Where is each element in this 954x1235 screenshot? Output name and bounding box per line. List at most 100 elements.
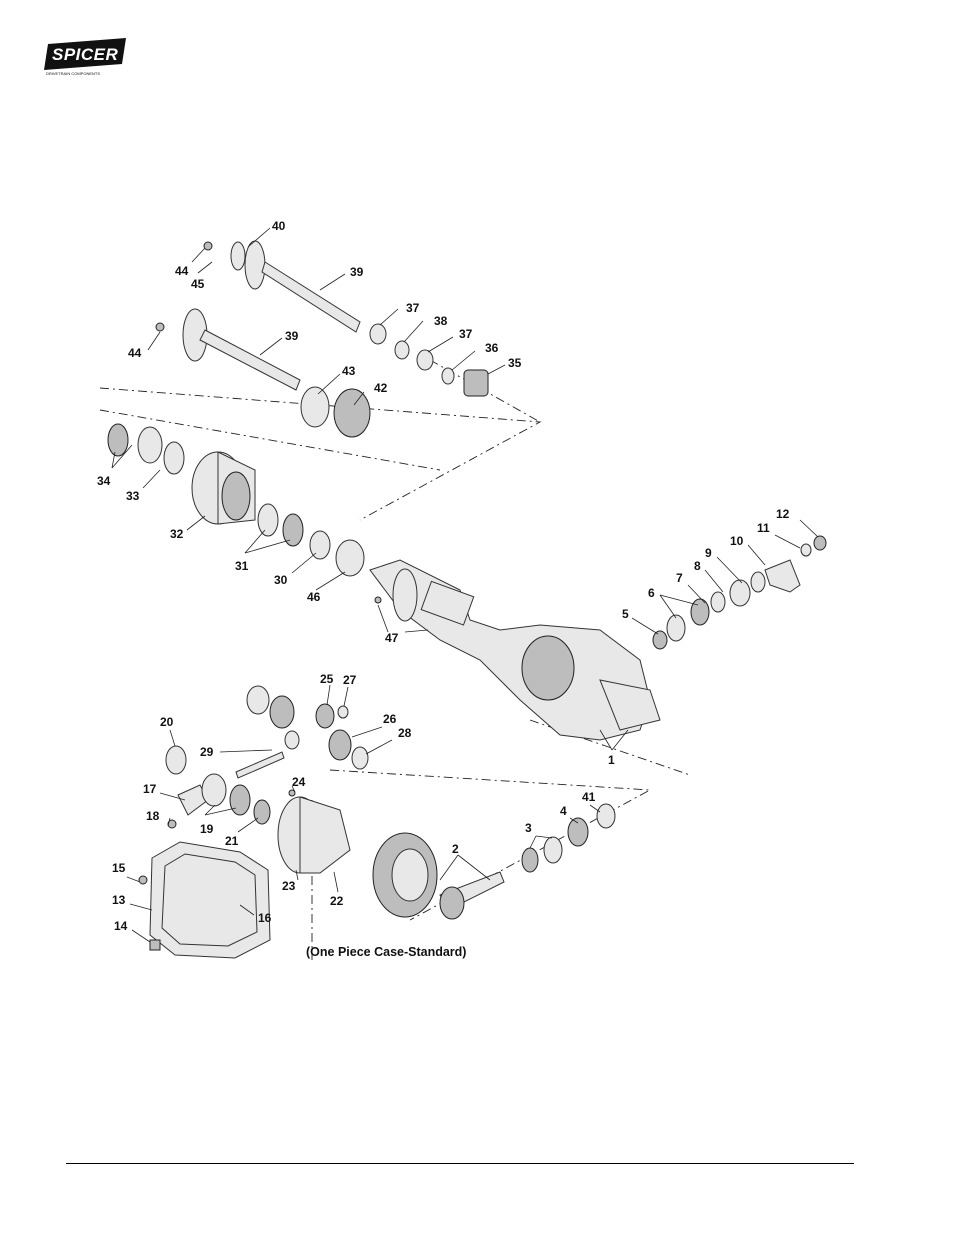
callout-23: 23 xyxy=(282,879,296,893)
callout-5: 5 xyxy=(622,607,629,621)
cup-3 xyxy=(544,837,562,863)
callout-43: 43 xyxy=(342,364,356,378)
callout-31: 31 xyxy=(235,559,249,573)
seal-30 xyxy=(310,531,330,559)
slinger-9 xyxy=(751,572,765,592)
fill-plug-14 xyxy=(150,940,160,950)
vent-47 xyxy=(375,597,381,603)
callout-40: 40 xyxy=(272,219,286,233)
callout-1: 1 xyxy=(608,753,615,767)
cup-33 xyxy=(138,427,162,463)
seal-8 xyxy=(730,580,750,606)
callout-13: 13 xyxy=(112,893,126,907)
callout-41: 41 xyxy=(582,790,596,804)
callout-2: 2 xyxy=(452,842,459,856)
bearing-34 xyxy=(108,424,128,456)
pinion-gear-25 xyxy=(316,704,334,728)
callout-3: 3 xyxy=(525,821,532,835)
callout-39: 39 xyxy=(285,329,299,343)
callout-38: 38 xyxy=(434,314,448,328)
callout-33: 33 xyxy=(126,489,140,503)
seal-41 xyxy=(597,804,615,828)
callout-17: 17 xyxy=(143,782,157,796)
callout-28: 28 xyxy=(398,726,412,740)
side-gear-left xyxy=(270,696,294,728)
callout-35: 35 xyxy=(508,356,522,370)
bolt-44-lower xyxy=(156,323,164,331)
lock-ring-38 xyxy=(395,341,409,359)
callout-27: 27 xyxy=(343,673,357,687)
callout-15: 15 xyxy=(112,861,126,875)
nut-12 xyxy=(814,536,826,550)
callout-42: 42 xyxy=(374,381,388,395)
callout-25: 25 xyxy=(320,672,334,686)
differential-case-23 xyxy=(278,797,350,873)
side-gear-26 xyxy=(329,730,351,760)
callout-8: 8 xyxy=(694,559,701,573)
washer-37a xyxy=(370,324,386,344)
shim-20 xyxy=(166,746,186,774)
callout-34: 34 xyxy=(97,474,111,488)
callout-21: 21 xyxy=(225,834,239,848)
nut-35 xyxy=(464,370,488,396)
callout-46: 46 xyxy=(307,590,321,604)
bearing-6 xyxy=(691,599,709,625)
washer-28 xyxy=(352,747,368,769)
callout-10: 10 xyxy=(730,534,744,548)
callout-19: 19 xyxy=(200,822,214,836)
thrust-washer-left xyxy=(247,686,269,714)
yoke-10 xyxy=(765,560,800,592)
callout-22: 22 xyxy=(330,894,344,908)
callout-44: 44 xyxy=(175,264,189,278)
callout-14: 14 xyxy=(114,919,128,933)
axle-shaft-upper xyxy=(231,241,360,332)
callout-4: 4 xyxy=(560,804,567,818)
wheel-hub xyxy=(192,452,255,524)
washer-36 xyxy=(442,368,454,384)
pinion-shaft-29 xyxy=(236,752,284,778)
spacer-ring xyxy=(301,387,329,427)
callout-20: 20 xyxy=(160,715,174,729)
callout-30: 30 xyxy=(274,573,288,587)
washer-37b xyxy=(417,350,433,370)
cup-19 xyxy=(202,774,226,806)
callout-44: 44 xyxy=(128,346,142,360)
callout-37: 37 xyxy=(459,327,473,341)
callout-32: 32 xyxy=(170,527,184,541)
callout-29: 29 xyxy=(200,745,214,759)
pinion-gear-right xyxy=(285,731,299,749)
callout-26: 26 xyxy=(383,712,397,726)
callout-24: 24 xyxy=(292,775,306,789)
diagram-caption: (One Piece Case-Standard) xyxy=(306,945,466,959)
shims-4 xyxy=(568,818,588,846)
hub-seal xyxy=(334,389,370,437)
ring-gear-center xyxy=(392,849,428,901)
pinion-head xyxy=(440,887,464,919)
cup-6 xyxy=(667,615,685,641)
callout-7: 7 xyxy=(676,571,683,585)
callout-36: 36 xyxy=(485,341,499,355)
bolt-15 xyxy=(139,876,147,884)
callout-47: 47 xyxy=(385,631,399,645)
callout-12: 12 xyxy=(776,507,790,521)
callout-16: 16 xyxy=(258,911,272,925)
bolt-44-upper xyxy=(204,242,212,250)
callout-6: 6 xyxy=(648,586,655,600)
callout-11: 11 xyxy=(757,521,770,535)
cup-31 xyxy=(258,504,278,536)
callout-45: 45 xyxy=(191,277,205,291)
bearing-3 xyxy=(522,848,538,872)
callout-37: 37 xyxy=(406,301,420,315)
bearing-5 xyxy=(653,631,667,649)
axle-housing xyxy=(370,560,660,740)
washer-11 xyxy=(801,544,811,556)
callout-18: 18 xyxy=(146,809,160,823)
spacer-7 xyxy=(711,592,725,612)
axle-shaft-lower xyxy=(183,309,300,390)
differential-cover xyxy=(150,842,270,958)
washer-27 xyxy=(338,706,348,718)
footer-rule xyxy=(66,1163,854,1164)
bearing-19 xyxy=(230,785,250,815)
snap-ring-33 xyxy=(164,442,184,474)
